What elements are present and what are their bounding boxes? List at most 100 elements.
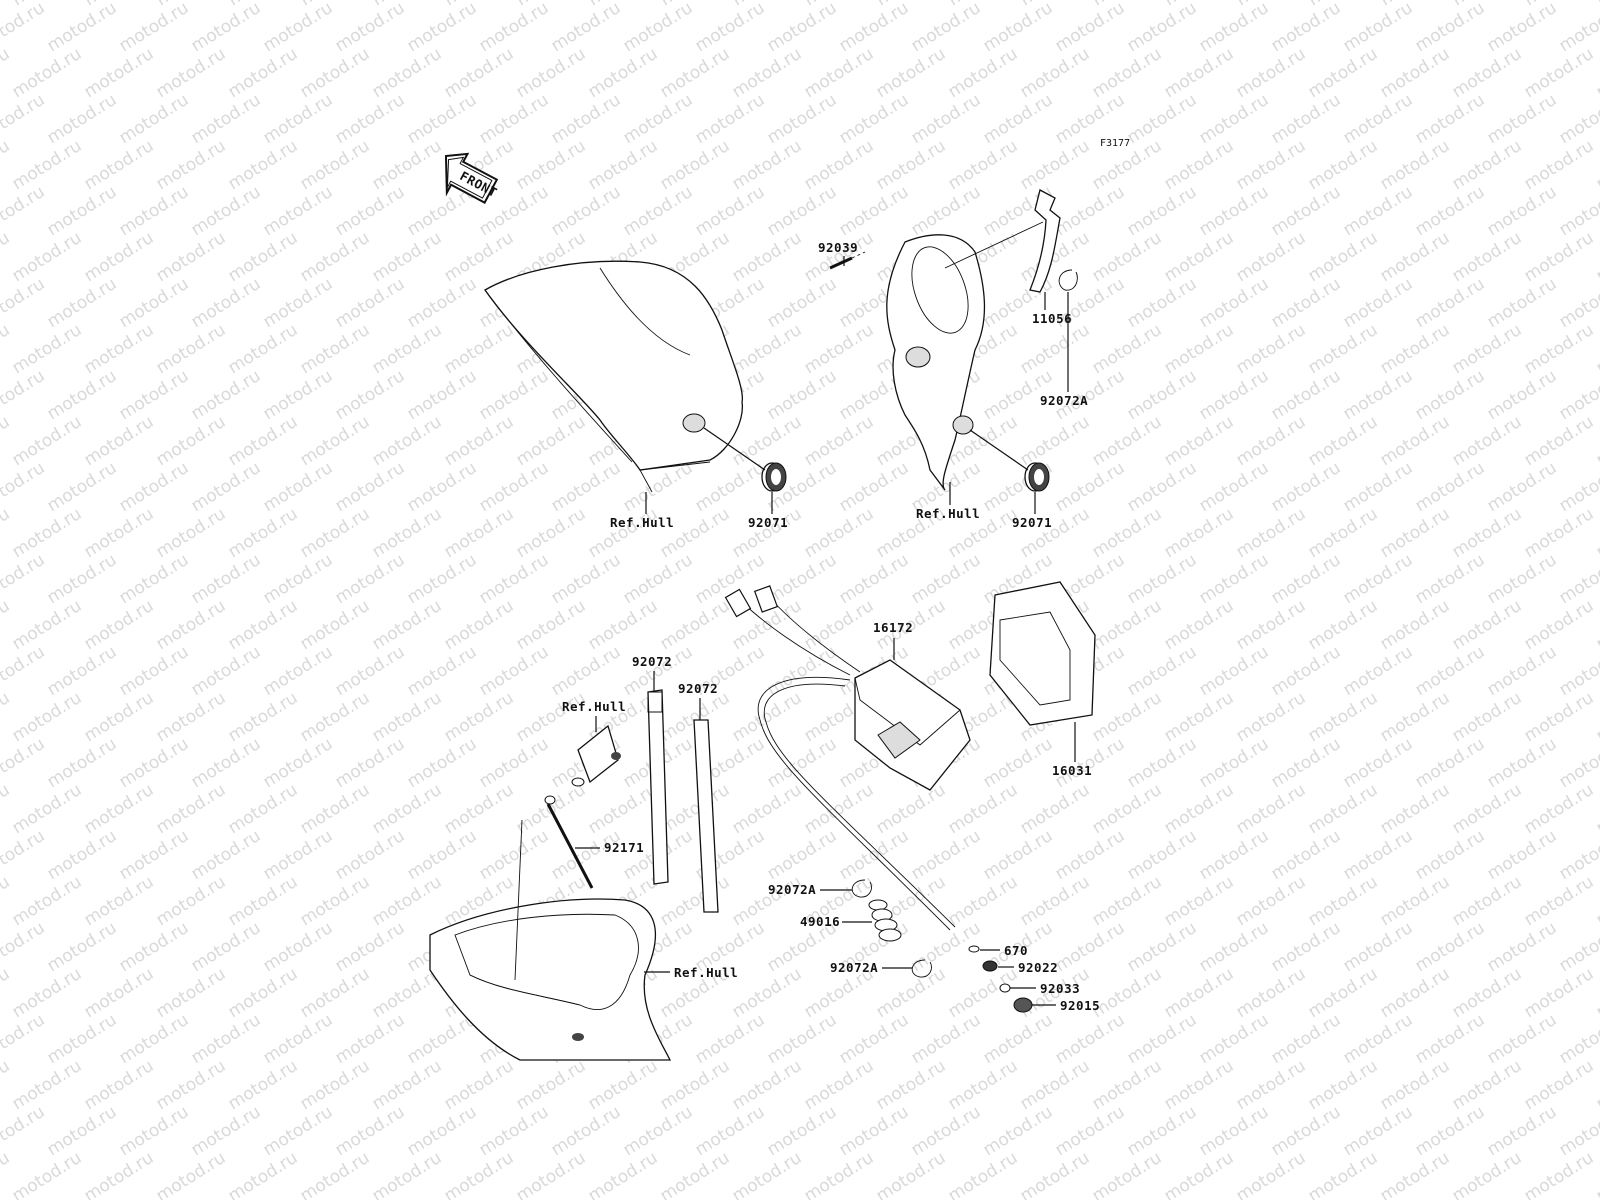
watermark-text: motod.ru <box>1377 1148 1454 1200</box>
watermark-text: motod.ru <box>188 1010 265 1068</box>
callout-92033: 92033 <box>1040 981 1080 996</box>
watermark-text: motod.ru <box>1412 0 1489 56</box>
callout-92071-right: 92071 <box>1012 515 1052 530</box>
watermark-text: motod.ru <box>1268 90 1345 148</box>
watermark-text: motod.ru <box>116 366 193 424</box>
watermark-text: motod.ru <box>657 504 734 562</box>
watermark-text: motod.ru <box>980 1102 1057 1160</box>
watermark-text: motod.ru <box>1484 550 1561 608</box>
watermark-text: motod.ru <box>1377 872 1454 930</box>
watermark-text: motod.ru <box>1484 1102 1561 1160</box>
watermark-text: motod.ru <box>1484 642 1561 700</box>
watermark-text: motod.ru <box>1593 412 1600 470</box>
watermark-text: motod.ru <box>1556 550 1600 608</box>
bracket-11056 <box>944 189 1061 293</box>
watermark-text: motod.ru <box>404 550 481 608</box>
watermark-text: motod.ru <box>1412 458 1489 516</box>
watermark-text: motod.ru <box>1556 826 1600 884</box>
watermark-text: motod.ru <box>153 688 230 746</box>
watermark-text: motod.ru <box>332 734 409 792</box>
watermark-text: motod.ru <box>801 780 878 838</box>
watermark-text: motod.ru <box>153 228 230 286</box>
watermark-text: motod.ru <box>1089 964 1166 1022</box>
watermark-text: motod.ru <box>1340 458 1417 516</box>
watermark-text: motod.ru <box>332 90 409 148</box>
watermark-text: motod.ru <box>225 596 302 654</box>
watermark-text: motod.ru <box>620 90 697 148</box>
watermark-text: motod.ru <box>764 826 841 884</box>
watermark-text: motod.ru <box>116 826 193 884</box>
watermark-text: motod.ru <box>1124 734 1201 792</box>
watermark-text: motod.ru <box>1089 688 1166 746</box>
watermark-text: motod.ru <box>1017 320 1094 378</box>
watermark-text: motod.ru <box>692 182 769 240</box>
watermark-text: motod.ru <box>81 688 158 746</box>
watermark-text: motod.ru <box>945 780 1022 838</box>
watermark-text: motod.ru <box>1017 780 1094 838</box>
figure-code: F3177 <box>1100 138 1130 149</box>
watermark-text: motod.ru <box>476 826 553 884</box>
watermark-text: motod.ru <box>441 228 518 286</box>
watermark-text: motod.ru <box>332 366 409 424</box>
watermark-text: motod.ru <box>1521 872 1598 930</box>
watermark-text: motod.ru <box>836 182 913 240</box>
watermark-text: motod.ru <box>1377 780 1454 838</box>
watermark-text: motod.ru <box>1449 596 1526 654</box>
watermark-text: motod.ru <box>1196 918 1273 976</box>
watermark-text: motod.ru <box>1268 642 1345 700</box>
watermark-text: motod.ru <box>513 412 590 470</box>
watermark-text: motod.ru <box>1124 274 1201 332</box>
watermark-text: motod.ru <box>1593 320 1600 378</box>
watermark-text: motod.ru <box>0 504 13 562</box>
watermark-text: motod.ru <box>1268 366 1345 424</box>
watermark-text: motod.ru <box>188 0 265 56</box>
watermark-text: motod.ru <box>1196 642 1273 700</box>
watermark-text: motod.ru <box>764 1102 841 1160</box>
watermark-text: motod.ru <box>692 0 769 56</box>
watermark-text: motod.ru <box>332 0 409 56</box>
watermark-text: motod.ru <box>1484 274 1561 332</box>
watermark-text: motod.ru <box>260 274 337 332</box>
watermark-text: motod.ru <box>1449 1148 1526 1200</box>
watermark-text: motod.ru <box>548 550 625 608</box>
watermark-text: motod.ru <box>801 228 878 286</box>
watermark-text: motod.ru <box>1124 826 1201 884</box>
watermark-text: motod.ru <box>297 412 374 470</box>
watermark-text: motod.ru <box>1233 688 1310 746</box>
watermark-text: motod.ru <box>764 90 841 148</box>
watermark-text: motod.ru <box>1017 1148 1094 1200</box>
watermark-text: motod.ru <box>116 182 193 240</box>
watermark-text: motod.ru <box>0 596 13 654</box>
watermark-text: motod.ru <box>1449 780 1526 838</box>
watermark-text: motod.ru <box>225 504 302 562</box>
watermark-text: motod.ru <box>441 320 518 378</box>
watermark-text: motod.ru <box>225 688 302 746</box>
watermark-text: motod.ru <box>0 780 13 838</box>
watermark-text: motod.ru <box>1484 826 1561 884</box>
watermark-text: motod.ru <box>188 90 265 148</box>
watermark-text: motod.ru <box>1449 412 1526 470</box>
watermark-text: motod.ru <box>332 458 409 516</box>
nut-92015 <box>1013 997 1033 1013</box>
watermark-text: motod.ru <box>1305 44 1382 102</box>
watermark-text: motod.ru <box>0 1102 48 1160</box>
watermark-text: motod.ru <box>1089 228 1166 286</box>
watermark-text: motod.ru <box>1196 0 1273 56</box>
ref-hull-plate-small <box>544 724 621 805</box>
watermark-text: motod.ru <box>225 136 302 194</box>
watermark-text: motod.ru <box>1268 1102 1345 1160</box>
watermark-text: motod.ru <box>1017 44 1094 102</box>
watermark-text: motod.ru <box>404 274 481 332</box>
watermark-text: motod.ru <box>1161 964 1238 1022</box>
watermark-text: motod.ru <box>1017 1056 1094 1114</box>
leader-line <box>969 429 1029 471</box>
watermark-text: motod.ru <box>1305 228 1382 286</box>
watermark-text: motod.ru <box>1233 780 1310 838</box>
watermark-text: motod.ru <box>548 642 625 700</box>
watermark-text: motod.ru <box>1196 826 1273 884</box>
callout-92072-b: 92072 <box>678 681 718 696</box>
watermark-text: motod.ru <box>1593 1056 1600 1114</box>
watermark-text: motod.ru <box>225 964 302 1022</box>
watermark-text: motod.ru <box>225 228 302 286</box>
